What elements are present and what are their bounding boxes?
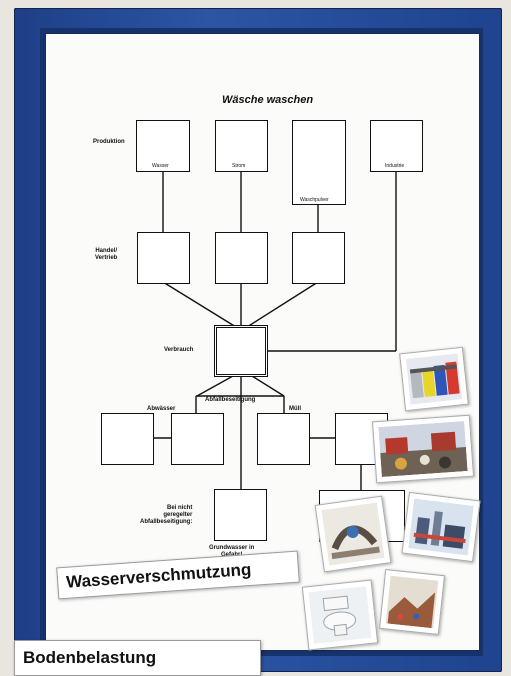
factory-picture (408, 498, 474, 556)
toilet-picture (308, 586, 372, 644)
box-waschpulver (292, 120, 346, 205)
row-label-abfall: Abfallbeseitigung (205, 397, 256, 403)
card-sewer-pipes (314, 495, 392, 573)
row-label-nicht-geregelt: Bei nicht geregelter Abfallbeseitigung: (140, 505, 193, 525)
strip-bodenbelastung-text: Bodenbelastung (23, 648, 157, 667)
card-toilet (301, 579, 379, 651)
row-label-verbrauch: Verbrauch (164, 347, 194, 353)
poster-title: Wäsche waschen (222, 94, 314, 106)
littered-landscape-picture (385, 575, 439, 629)
box-wasser (136, 120, 190, 172)
box-label-waschpulver: Waschpulver (300, 197, 329, 203)
box-label-strom: Strom (232, 163, 246, 169)
box-grundwasser (214, 489, 267, 541)
row-label-produktion: Produktion (93, 139, 125, 145)
box-verbrauch (214, 325, 268, 377)
box-abwasser-1 (101, 413, 154, 465)
box-abwasser-2 (171, 413, 224, 465)
box-industrie (370, 120, 423, 172)
waste-dump-picture (378, 421, 468, 477)
card-littered-landscape (379, 569, 445, 635)
box-handel-3 (292, 232, 345, 284)
card-waste-dump (371, 414, 475, 484)
box-muell-1 (257, 413, 310, 465)
box-handel-1 (137, 232, 190, 284)
row-label-abwasser: Abwässer (147, 406, 176, 412)
card-recycling-bins (399, 346, 469, 412)
row-label-muell: Müll (289, 406, 301, 412)
box-label-industrie: Industrie (385, 163, 405, 169)
box-handel-2 (215, 232, 268, 284)
box-strom (215, 120, 268, 172)
sewer-pipes-picture (321, 502, 385, 566)
box-label-wasser: Wasser (152, 163, 169, 169)
recycling-bins-picture (405, 353, 463, 405)
row-label-handel: Handel/ Vertrieb (95, 248, 118, 261)
strip-bodenbelastung: Bodenbelastung (14, 640, 261, 676)
card-factory (401, 491, 481, 563)
